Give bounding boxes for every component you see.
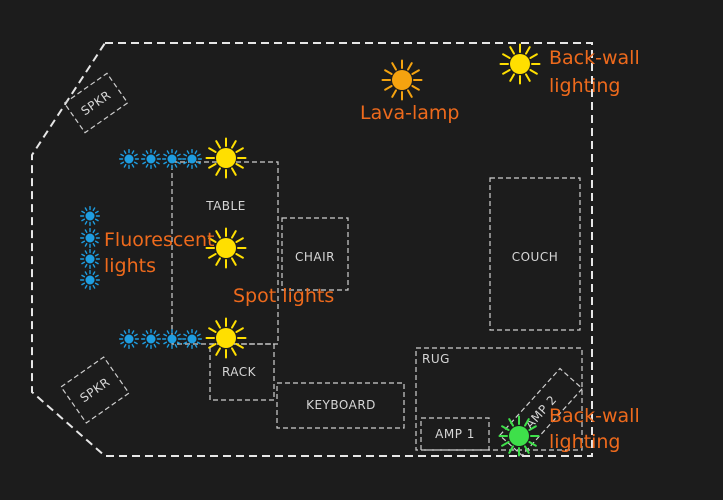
speaker-top: SPKR — [63, 72, 129, 134]
chair: CHAIR — [281, 217, 349, 291]
amp-1: AMP 1 — [420, 417, 490, 451]
lights-layer — [79, 43, 541, 457]
room-outline — [31, 42, 593, 457]
couch: COUCH — [489, 177, 581, 331]
keyboard: KEYBOARD — [276, 382, 405, 429]
fluorescent-light-icon-left-2 — [79, 248, 101, 270]
svg-text:RACK: RACK — [222, 365, 257, 379]
svg-text:AMP 1: AMP 1 — [435, 427, 475, 441]
fluorescent-light-icon-bottom-1 — [140, 328, 162, 350]
back-wall-top-label-line1: Back-wall — [549, 47, 640, 69]
svg-text:SPKR: SPKR — [78, 88, 113, 118]
rug: RUG — [415, 347, 583, 451]
back-wall-bottom-label-line2: lighting — [549, 431, 621, 453]
back-wall-light-icon-bottom — [498, 415, 540, 457]
svg-text:TABLE: TABLE — [205, 199, 246, 213]
back-wall-light-icon-top — [499, 43, 541, 85]
spot-light-icon-bottom — [205, 317, 247, 359]
svg-text:KEYBOARD: KEYBOARD — [306, 398, 376, 412]
fluorescent-light-icon-top-3 — [181, 148, 203, 170]
spot-light-icon-middle — [205, 227, 247, 269]
fluorescent-light-icon-bottom-2 — [161, 328, 183, 350]
fluorescent-light-icon-left-0 — [79, 205, 101, 227]
fluorescent-light-icon-left-3 — [79, 269, 101, 291]
fluorescent-light-icon-left-1 — [79, 227, 101, 249]
fluorescent-light-icon-bottom-0 — [118, 328, 140, 350]
rack: RACK — [209, 343, 275, 401]
fluorescent-label-line2: lights — [104, 255, 156, 277]
lava-lamp-label: Lava-lamp — [360, 102, 459, 124]
speaker-bottom: SPKR — [60, 356, 130, 424]
svg-text:RUG: RUG — [422, 352, 450, 366]
fluorescent-light-icon-bottom-3 — [181, 328, 203, 350]
back-wall-bottom-label-line1: Back-wall — [549, 405, 640, 427]
spot-light-icon-top — [205, 137, 247, 179]
fluorescent-label-line1: Fluorescent — [104, 229, 214, 251]
svg-text:SPKR: SPKR — [77, 375, 112, 405]
fluorescent-light-icon-top-1 — [140, 148, 162, 170]
spot-lights-label: Spot lights — [233, 285, 334, 307]
svg-text:COUCH: COUCH — [512, 250, 559, 264]
back-wall-top-label-line2: lighting — [549, 75, 621, 97]
svg-text:CHAIR: CHAIR — [295, 250, 335, 264]
fluorescent-light-icon-top-2 — [161, 148, 183, 170]
fluorescent-light-icon-top-0 — [118, 148, 140, 170]
lava-lamp-icon — [381, 59, 423, 101]
